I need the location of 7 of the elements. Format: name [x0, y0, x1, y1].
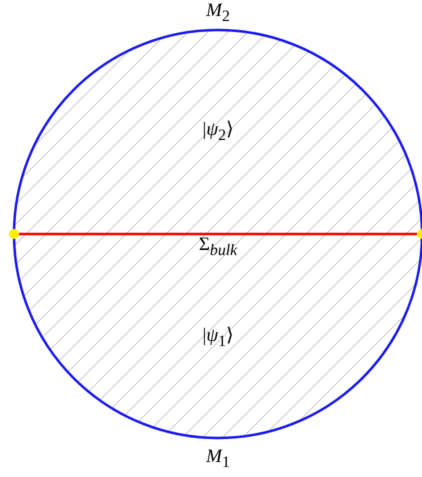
state-label: |ψ$_{2}$⟩ [202, 120, 234, 144]
endpoint-dot [9, 229, 19, 239]
surface-label: Σ$_{bulk}$ [198, 235, 238, 259]
state-label: |ψ$_{1}$⟩ [202, 326, 234, 350]
connecting-line [19, 232, 417, 236]
boundary-label: M$_{1}$ [206, 447, 230, 471]
boundary-label: M$_{2}$ [206, 1, 230, 25]
